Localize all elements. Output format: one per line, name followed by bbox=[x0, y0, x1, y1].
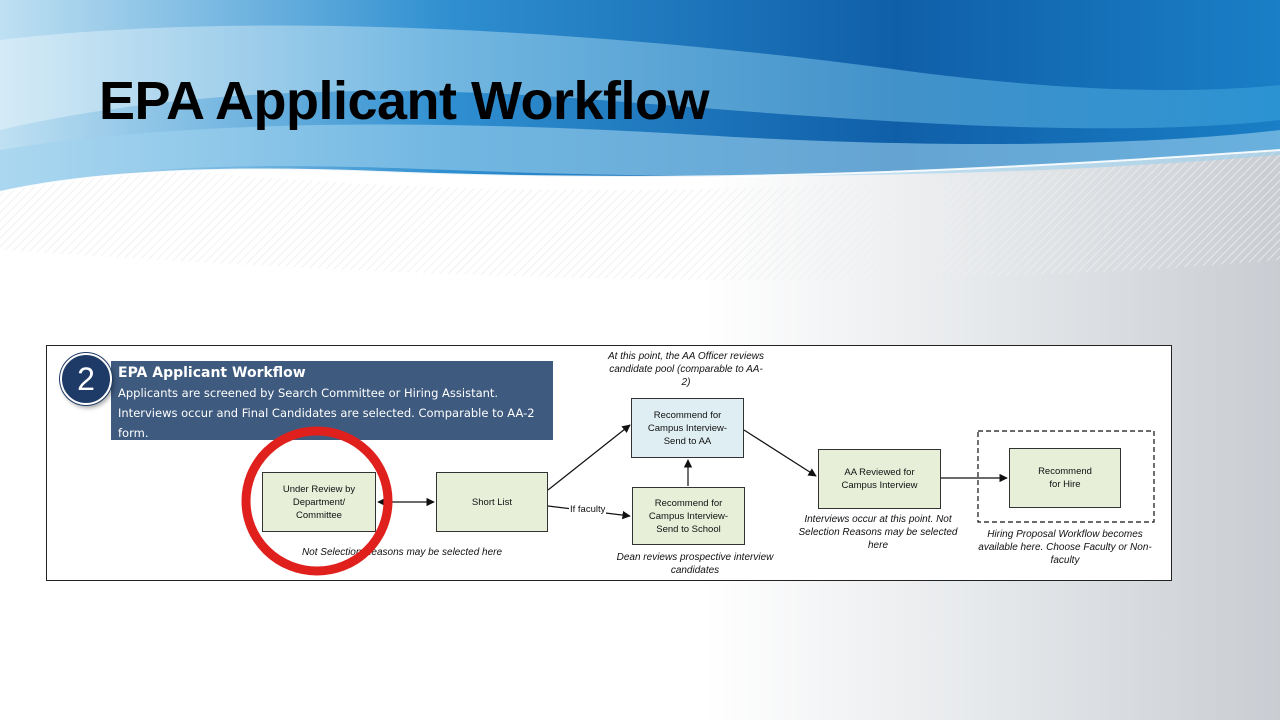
workflow-header-description: Applicants are screened by Search Commit… bbox=[118, 386, 535, 440]
step-number-badge: 2 bbox=[60, 353, 112, 405]
note-interviews-occur: Interviews occur at this point. Not Sele… bbox=[798, 514, 958, 551]
note-hiring-proposal: Hiring Proposal Workflow becomes availab… bbox=[978, 529, 1152, 566]
node-recommend-aa: Recommend for Campus Interview- Send to … bbox=[631, 398, 744, 458]
node-short-list-label: Short List bbox=[471, 496, 513, 508]
node-recommend-hire-label: Recommend for Hire bbox=[1038, 466, 1092, 490]
note-not-selection-review: Not Selection Reasons may be selected he… bbox=[301, 547, 503, 558]
arrow-shortlist-aa bbox=[547, 424, 631, 491]
node-recommend-school: Recommend for Campus Interview- Send to … bbox=[632, 487, 745, 545]
node-recommend-hire: Recommend for Hire bbox=[1009, 448, 1121, 508]
workflow-header-box: EPA Applicant Workflow Applicants are sc… bbox=[111, 361, 553, 440]
node-aa-reviewed-label: AA Reviewed for Campus Interview bbox=[841, 467, 918, 491]
node-recommend-school-label: Recommend for Campus Interview- Send to … bbox=[648, 497, 729, 535]
workflow-header-title: EPA Applicant Workflow bbox=[118, 365, 306, 381]
arrow-aa-reviewed bbox=[743, 429, 817, 477]
hire-dashed-group bbox=[977, 430, 1155, 523]
edge-label-if-faculty: If faculty bbox=[569, 504, 607, 515]
note-aa-officer: At this point, the AA Officer reviews ca… bbox=[608, 351, 764, 388]
node-under-review-label: Under Review by Department/ Committee bbox=[282, 483, 356, 521]
note-dean-reviews: Dean reviews prospective interview candi… bbox=[616, 552, 774, 576]
slide-title: EPA Applicant Workflow bbox=[99, 71, 710, 131]
node-under-review: Under Review by Department/ Committee bbox=[262, 472, 376, 532]
node-aa-reviewed: AA Reviewed for Campus Interview bbox=[818, 449, 941, 509]
node-recommend-aa-label: Recommend for Campus Interview- Send to … bbox=[647, 409, 728, 447]
node-short-list: Short List bbox=[436, 472, 548, 532]
